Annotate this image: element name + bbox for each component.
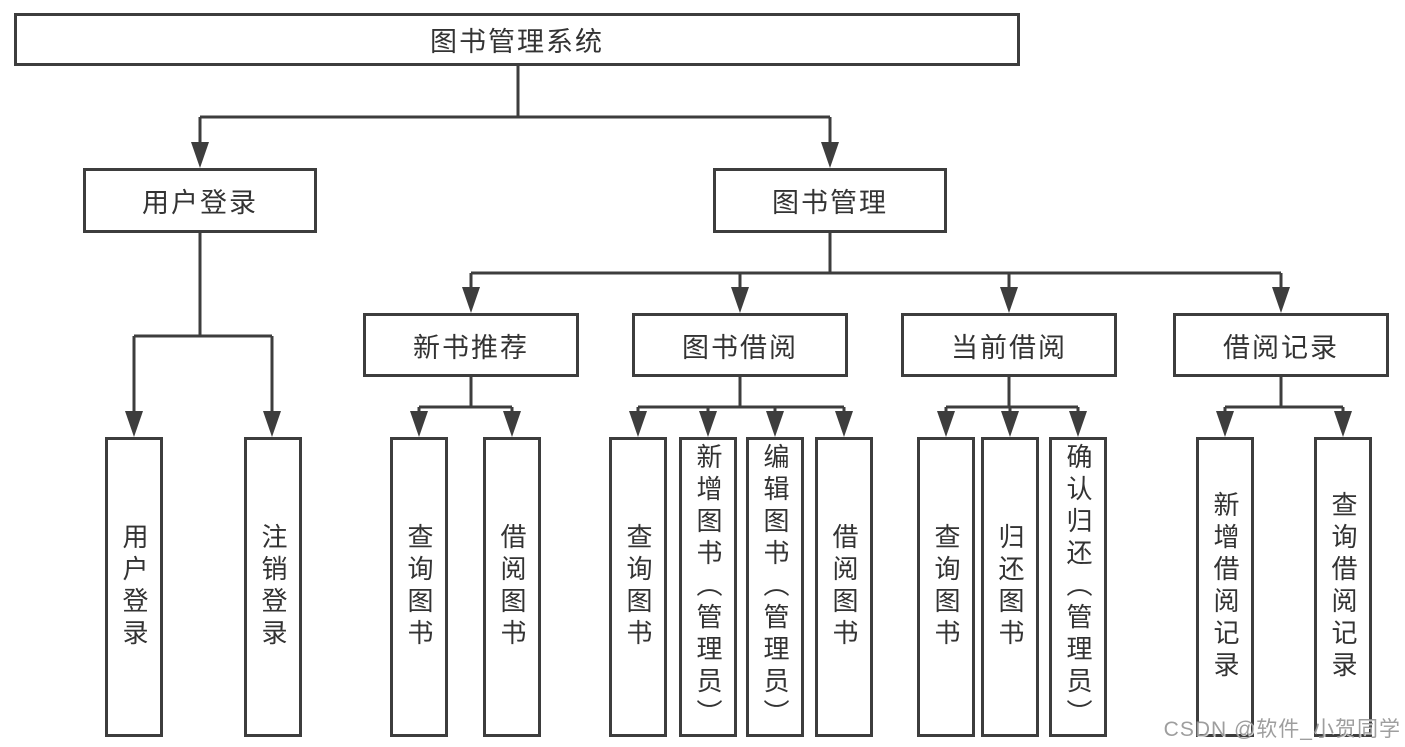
node-book-borrow-label: 图书借阅 [682, 332, 798, 363]
leaf-add-borrow-record: 新增借阅记录 [1196, 437, 1254, 737]
leaf-query-borrow-record: 查询借阅记录 [1314, 437, 1372, 737]
leaf-add-book-admin: 新增图书（管理员） [679, 437, 737, 737]
leaf-confirm-return-admin-label: 确认归还（管理员） [1063, 443, 1093, 731]
leaf-confirm-return-admin: 确认归还（管理员） [1049, 437, 1107, 737]
leaf-logout-label: 注销登录 [258, 523, 288, 651]
leaf-recommend-query-book-label: 查询图书 [404, 523, 434, 651]
leaf-recommend-borrow-book-label: 借阅图书 [497, 523, 527, 651]
leaf-return-book: 归还图书 [981, 437, 1039, 737]
node-borrow-records-label: 借阅记录 [1223, 332, 1339, 363]
node-new-book-recommend-label: 新书推荐 [413, 332, 529, 363]
node-root-label: 图书管理系统 [430, 27, 604, 57]
node-book-management: 图书管理 [713, 168, 947, 233]
leaf-edit-book-admin: 编辑图书（管理员） [746, 437, 804, 737]
node-book-borrow: 图书借阅 [632, 313, 848, 377]
node-current-borrow: 当前借阅 [901, 313, 1117, 377]
leaf-current-query-book-label: 查询图书 [931, 523, 961, 651]
leaf-borrow-book-label: 借阅图书 [829, 523, 859, 651]
leaf-edit-book-admin-label: 编辑图书（管理员） [760, 443, 790, 731]
leaf-add-book-admin-label: 新增图书（管理员） [693, 443, 723, 731]
node-book-management-label: 图书管理 [772, 188, 888, 218]
node-borrow-records: 借阅记录 [1173, 313, 1389, 377]
node-current-borrow-label: 当前借阅 [951, 332, 1067, 363]
leaf-user-login-label: 用户登录 [119, 523, 149, 651]
leaf-user-login: 用户登录 [105, 437, 163, 737]
node-root: 图书管理系统 [14, 13, 1020, 66]
leaf-borrow-book: 借阅图书 [815, 437, 873, 737]
leaf-add-borrow-record-label: 新增借阅记录 [1210, 491, 1240, 683]
connector-strokes [132, 66, 1345, 418]
arrowheads [125, 142, 1352, 437]
leaf-query-borrow-record-label: 查询借阅记录 [1328, 491, 1358, 683]
csdn-watermark: CSDN @软件_小贺同学 [1163, 718, 1401, 741]
leaf-borrow-query-book-label: 查询图书 [623, 523, 653, 651]
leaf-borrow-query-book: 查询图书 [609, 437, 667, 737]
node-new-book-recommend: 新书推荐 [363, 313, 579, 377]
leaf-recommend-query-book: 查询图书 [390, 437, 448, 737]
node-user-login-label: 用户登录 [142, 188, 258, 218]
leaf-logout: 注销登录 [244, 437, 302, 737]
leaf-return-book-label: 归还图书 [995, 523, 1025, 651]
leaf-current-query-book: 查询图书 [917, 437, 975, 737]
node-user-login: 用户登录 [83, 168, 317, 233]
leaf-recommend-borrow-book: 借阅图书 [483, 437, 541, 737]
